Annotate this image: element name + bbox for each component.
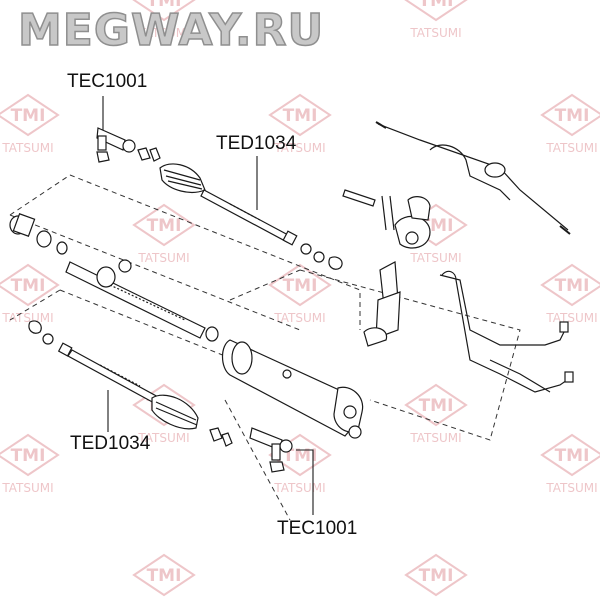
- guide-line-lower: [59, 289, 236, 361]
- svg-text:TATSUMI: TATSUMI: [137, 431, 189, 445]
- tatsumi-watermark-logo: TMI TATSUMI: [0, 93, 60, 155]
- guide-line-upper-left: [9, 174, 71, 216]
- guide-line-lower-right: [224, 399, 291, 521]
- svg-text:TMI: TMI: [555, 446, 590, 466]
- tatsumi-watermark-logo: TMI TATSUMI: [268, 263, 332, 325]
- tatsumi-watermark-logo: TMI TATSUMI: [132, 203, 196, 265]
- svg-text:TMI: TMI: [555, 106, 590, 126]
- guide-line-housing-right: [299, 269, 521, 441]
- leader-tec-bottom: [296, 449, 314, 515]
- svg-text:TMI: TMI: [11, 106, 46, 126]
- callout-ted1034-upper: TED1034: [216, 133, 297, 154]
- rack-assembly: [9, 213, 364, 439]
- rack-bar: [65, 261, 206, 339]
- svg-text:TATSUMI: TATSUMI: [273, 481, 325, 495]
- tie-rod-end-upper: [96, 127, 161, 163]
- svg-text:TATSUMI: TATSUMI: [1, 141, 53, 155]
- tatsumi-watermark-logo: TMI TATSUMI: [404, 383, 468, 445]
- svg-text:TMI: TMI: [555, 276, 590, 296]
- tie-rod-end-lower: [249, 427, 293, 473]
- inner-tie-rod-upper: [200, 189, 291, 243]
- inner-tie-rod-lower: [67, 349, 161, 405]
- tatsumi-watermark-logo: TMI TATSUMI: [540, 93, 600, 155]
- tatsumi-watermark-logo: TMI TATSUMI: [268, 93, 332, 155]
- tatsumi-watermark-logo: TMI TATSUMI: [132, 0, 196, 40]
- tie-rod-upper-assembly: [159, 163, 343, 270]
- svg-text:TMI: TMI: [11, 276, 46, 296]
- svg-text:TATSUMI: TATSUMI: [545, 311, 597, 325]
- guide-line-housing-top: [229, 269, 301, 301]
- callout-ted1034-lower: TED1034: [70, 433, 151, 454]
- assembly-guide-lines: [9, 174, 521, 521]
- svg-text:TATSUMI: TATSUMI: [273, 311, 325, 325]
- tatsumi-watermark-logo: TMI TATSUMI: [0, 263, 60, 325]
- svg-text:TMI: TMI: [147, 0, 182, 11]
- callout-tec1001-lower: TEC1001: [277, 518, 358, 539]
- svg-text:TATSUMI: TATSUMI: [137, 26, 189, 40]
- svg-text:TMI: TMI: [283, 276, 318, 296]
- boot-lower: [151, 394, 199, 430]
- svg-text:TMI: TMI: [147, 566, 182, 586]
- guide-line-rack: [9, 214, 301, 331]
- tatsumi-watermark-logo: TMI TATSUMI: [404, 0, 468, 40]
- svg-text:TATSUMI: TATSUMI: [1, 311, 53, 325]
- svg-text:TATSUMI: TATSUMI: [409, 26, 461, 40]
- svg-text:TATSUMI: TATSUMI: [545, 481, 597, 495]
- guide-line-upper: [69, 174, 361, 330]
- right-components: [342, 121, 574, 393]
- svg-text:TATSUMI: TATSUMI: [409, 251, 461, 265]
- svg-text:TATSUMI: TATSUMI: [409, 431, 461, 445]
- svg-text:TATSUMI: TATSUMI: [545, 141, 597, 155]
- site-title: MEGWAY.RU: [17, 5, 325, 57]
- tatsumi-watermark-logo: TMI TATSUMI: [540, 263, 600, 325]
- tatsumi-watermark-logo: TMI TATSUMI: [0, 433, 60, 495]
- svg-text:TATSUMI: TATSUMI: [273, 141, 325, 155]
- svg-text:TATSUMI: TATSUMI: [1, 481, 53, 495]
- leader-lines: [102, 96, 314, 515]
- svg-text:TATSUMI: TATSUMI: [137, 251, 189, 265]
- svg-text:TMI: TMI: [147, 216, 182, 236]
- svg-text:TMI: TMI: [283, 446, 318, 466]
- pipe-assembly: [439, 274, 566, 346]
- svg-text:TMI: TMI: [419, 396, 454, 416]
- svg-text:TMI: TMI: [419, 566, 454, 586]
- tie-rod-lower-assembly: [28, 320, 233, 447]
- svg-text:TMI: TMI: [11, 446, 46, 466]
- callout-tec1001-upper: TEC1001: [67, 71, 148, 92]
- tatsumi-watermark-logo: TMI TATSUMI: [540, 433, 600, 495]
- guide-line-lower-left: [9, 289, 61, 321]
- svg-text:TMI: TMI: [419, 0, 454, 11]
- svg-text:TMI: TMI: [283, 106, 318, 126]
